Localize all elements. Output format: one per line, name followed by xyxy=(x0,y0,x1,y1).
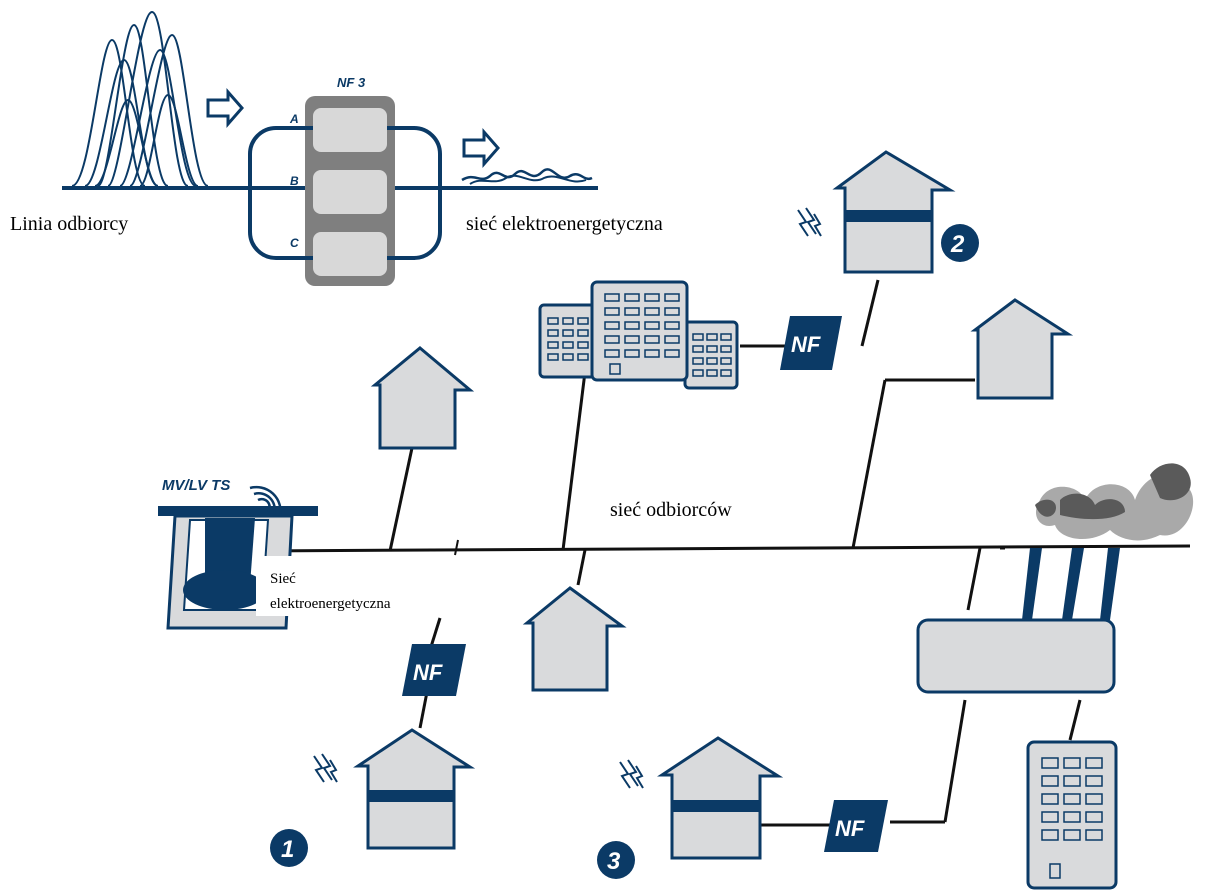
nf-filter-1: NF xyxy=(402,644,466,696)
house-2 xyxy=(832,150,956,274)
marker-3-label: 3 xyxy=(607,848,621,875)
main-bus xyxy=(251,544,1191,553)
office-buildings xyxy=(538,280,739,390)
house-top-left xyxy=(370,346,475,450)
flow-arrow-icon-2 xyxy=(462,128,500,168)
interference-icon-2 xyxy=(797,207,822,237)
port-b-label: B xyxy=(290,174,299,188)
interference-icon-1 xyxy=(313,753,338,783)
apartment-building xyxy=(1026,740,1118,890)
nf-filter-3: NF xyxy=(824,800,888,852)
nf-filter-2-label: NF xyxy=(791,332,821,357)
filter-slot-b xyxy=(313,170,387,214)
marker-2-label: 2 xyxy=(950,231,965,258)
house-upper-right xyxy=(970,298,1074,400)
house-1 xyxy=(353,728,476,850)
customer-line-label: Linia odbiorcy xyxy=(10,213,128,235)
nf-filter-2: NF xyxy=(780,316,842,370)
power-grid-station-label-1: Sieć xyxy=(270,571,296,587)
transformer-label: MV/LV TS xyxy=(162,477,230,494)
port-c-label: C xyxy=(290,236,299,250)
customer-network-label: sieć odbiorców xyxy=(610,499,732,521)
filter-slot-c xyxy=(313,232,387,276)
transformer-station: MV/LV TS Sieć elektroenergetyczna xyxy=(158,477,456,630)
marker-3: 3 xyxy=(597,841,635,879)
station-label-box xyxy=(256,556,456,616)
filter-slot-a xyxy=(313,108,387,152)
input-waveform xyxy=(71,10,209,187)
network-wires xyxy=(251,279,1191,827)
marker-1-label: 1 xyxy=(281,836,294,863)
power-grid-station-label-2: elektroenergetyczna xyxy=(270,596,391,612)
house-below-bus xyxy=(522,586,627,692)
filter-inset: NF 3 A B C Linia odbiorcy sieć elektroen… xyxy=(10,10,663,286)
marker-1: 1 xyxy=(270,829,308,867)
interference-icon-3 xyxy=(619,759,644,789)
flow-arrow-icon xyxy=(206,88,244,128)
house-3 xyxy=(657,736,784,860)
output-waveform xyxy=(461,168,593,182)
port-a-label: A xyxy=(289,112,299,126)
filter-title: NF 3 xyxy=(337,75,366,90)
power-grid-top-label: sieć elektroenergetyczna xyxy=(466,213,663,235)
marker-2: 2 xyxy=(941,224,979,262)
nf-filter-1-label: NF xyxy=(413,660,443,685)
nf-filter-3-label: NF xyxy=(835,816,865,841)
factory xyxy=(916,463,1194,694)
